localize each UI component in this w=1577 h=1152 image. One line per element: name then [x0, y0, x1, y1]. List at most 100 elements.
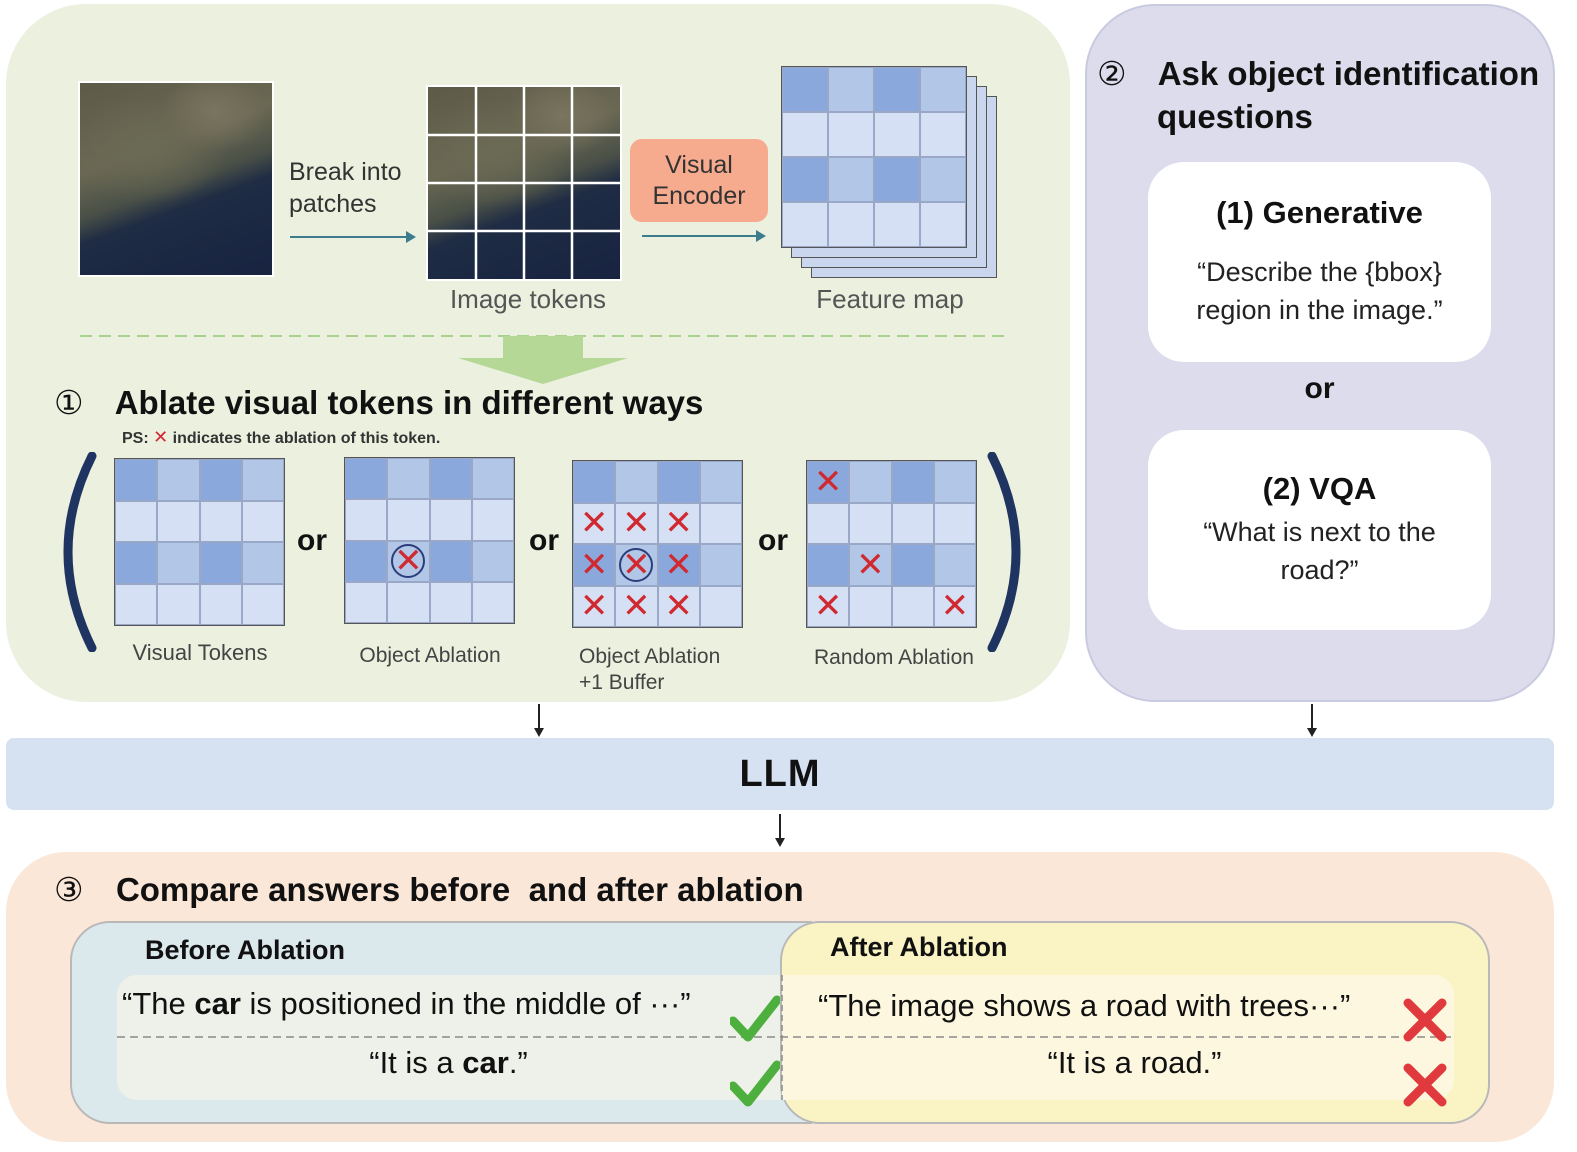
step3-title: ③ Compare answers before and after ablat… — [54, 870, 804, 909]
token-cell: ✕ — [615, 585, 658, 627]
ablation-mark-icon: ✕ — [664, 504, 693, 543]
token-cell: ✕ — [615, 544, 658, 586]
caption-line1: Visual Tokens — [132, 640, 268, 665]
ablation-mark-icon: ✕ — [813, 462, 843, 501]
right-paren — [987, 452, 1021, 652]
token-cell — [891, 544, 934, 586]
ablation-mark-icon: ✕ — [664, 587, 693, 626]
token-cell — [157, 542, 200, 584]
ablation-mark-icon: ✕ — [394, 542, 423, 581]
token-cell — [241, 583, 284, 625]
token-cell — [933, 544, 976, 586]
caption-line1: Random Ablation — [814, 646, 974, 669]
feature-map-grid — [781, 66, 967, 248]
token-cell — [429, 499, 472, 541]
token-cell — [199, 500, 242, 542]
token-cell — [115, 459, 158, 501]
token-cell — [429, 581, 472, 623]
caption-line2: +1 Buffer — [579, 671, 665, 694]
token-cell — [471, 499, 514, 541]
token-cell — [345, 499, 388, 541]
feature-map — [781, 66, 999, 280]
step1-number: ① — [54, 384, 84, 421]
token-cell — [891, 502, 934, 544]
answer-keyword: car — [462, 1045, 509, 1080]
token-cell — [807, 544, 850, 586]
grid-random-ablation: ✕✕✕✕ — [806, 460, 977, 628]
grid-caption: Object Ablation — [330, 644, 530, 668]
arrow-down-icon — [534, 704, 544, 737]
ps-note: PS: ✕ indicates the ablation of this tok… — [122, 427, 440, 448]
ps-text: indicates the ablation of this token. — [172, 430, 441, 447]
ablation-mark-icon: ✕ — [940, 587, 970, 626]
vqa-card: (2) VQA “What is next to the road?” — [1148, 430, 1491, 630]
left-paren — [63, 452, 97, 652]
generative-title: (1) Generative — [1216, 195, 1423, 230]
answer-text: is positioned in the middle of ···” — [240, 986, 691, 1021]
answer-divider — [117, 1036, 1455, 1038]
token-cell — [345, 581, 388, 623]
token-cell — [157, 500, 200, 542]
token-cell — [115, 500, 158, 542]
cross-icon — [1403, 1063, 1447, 1107]
token-cell — [807, 502, 850, 544]
generative-line1: “Describe the {bbox} — [1197, 257, 1442, 287]
divider-and-down-arrow — [80, 335, 1010, 384]
ablation-mark-icon: ✕ — [813, 587, 843, 626]
token-cell — [199, 542, 242, 584]
arrow-down-icon — [1307, 704, 1317, 737]
or-label: or — [297, 524, 327, 557]
step2-number: ② — [1097, 55, 1127, 92]
after-answer-2: “It is a road.” — [1047, 1045, 1222, 1080]
arrow-down-icon — [775, 814, 785, 847]
token-cell — [157, 459, 200, 501]
step2-title-line2: questions — [1157, 98, 1313, 135]
token-cell: ✕ — [387, 540, 430, 582]
after-ablation-title: After Ablation — [830, 932, 1008, 962]
arrow-right-icon — [642, 230, 766, 242]
token-cell — [699, 461, 742, 503]
generative-card: (1) Generative “Describe the {bbox} regi… — [1148, 162, 1491, 362]
token-cell: ✕ — [573, 585, 616, 627]
token-cell — [615, 461, 658, 503]
ablation-mark-icon: ✕ — [664, 545, 693, 584]
after-answer-1: “The image shows a road with trees···” — [818, 988, 1351, 1023]
check-icon — [730, 995, 780, 1042]
answer-keyword: car — [194, 986, 241, 1021]
image-tokens — [426, 85, 622, 281]
token-cell — [699, 502, 742, 544]
token-cell — [891, 585, 934, 627]
token-cell — [699, 544, 742, 586]
step1-title-text: Ablate visual tokens in different ways — [114, 384, 704, 421]
token-cell: ✕ — [657, 502, 700, 544]
token-cell: ✕ — [573, 544, 616, 586]
vqa-line2: road?” — [1280, 555, 1359, 585]
token-cell — [471, 458, 514, 500]
before-after-divider — [781, 975, 783, 1100]
token-cell: ✕ — [615, 502, 658, 544]
token-cell — [199, 459, 242, 501]
image-tokens-label: Image tokens — [449, 284, 607, 314]
encoder-line1: Visual — [665, 150, 733, 179]
step2-title-line1: Ask object identification — [1157, 55, 1540, 92]
or-label: or — [1304, 372, 1335, 405]
grid-object-ablation-buffer: ✕✕✕✕✕✕✕✕✕ — [572, 460, 743, 628]
step1-title: ① Ablate visual tokens in different ways — [54, 383, 703, 422]
token-cell — [115, 583, 158, 625]
step3-title-text: Compare answers before and after ablatio… — [115, 871, 804, 908]
token-cell: ✕ — [657, 544, 700, 586]
ablation-mark-icon: ✕ — [579, 504, 609, 543]
cross-icon — [1403, 998, 1447, 1042]
visual-encoder-box: Visual Encoder — [630, 139, 768, 222]
break-label-line1: Break into — [289, 158, 402, 186]
patch-grid-lines — [428, 87, 620, 279]
token-cell — [849, 461, 892, 503]
token-cell — [429, 540, 472, 582]
token-cell — [471, 540, 514, 582]
caption-line1: Object Ablation — [359, 644, 501, 667]
satellite-image — [78, 81, 274, 277]
llm-block: LLM — [6, 738, 1554, 810]
llm-label: LLM — [739, 752, 821, 795]
token-cell — [891, 461, 934, 503]
token-cell — [199, 583, 242, 625]
